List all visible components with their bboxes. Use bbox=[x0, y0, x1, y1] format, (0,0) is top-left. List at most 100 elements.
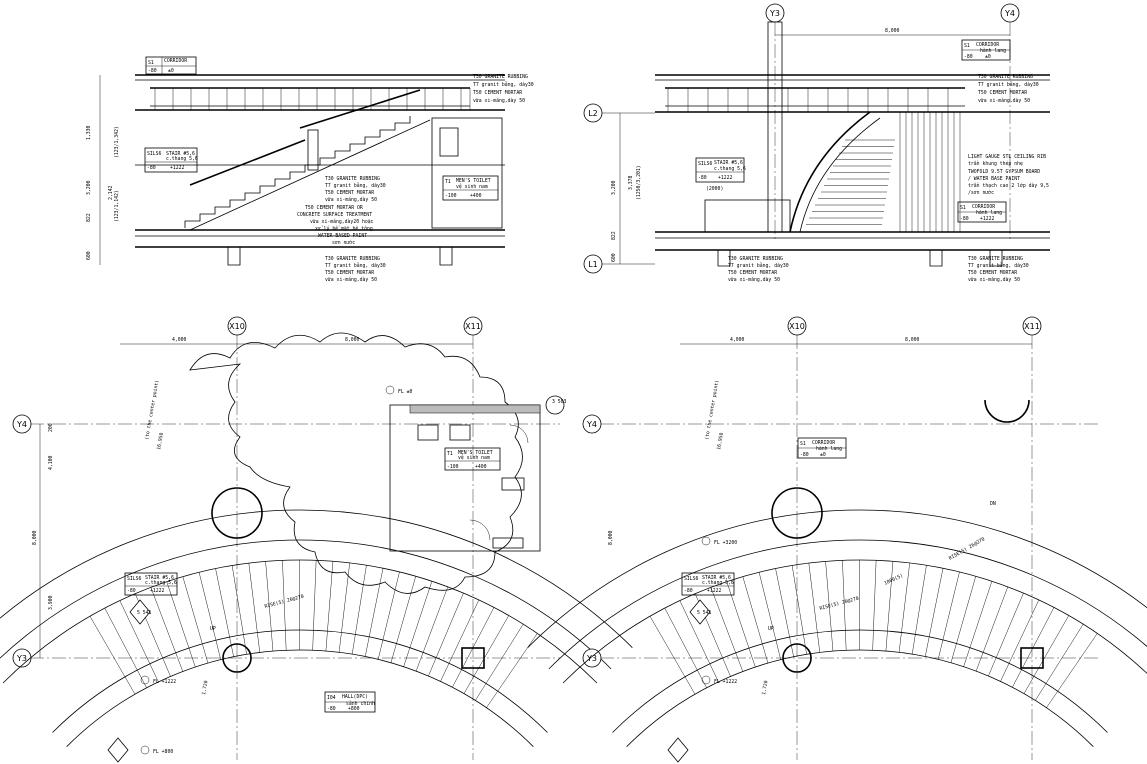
tread-radial bbox=[963, 581, 993, 667]
stair-flight-1 bbox=[184, 116, 411, 228]
note-granite-1: T30 GRANITE RUBBING bbox=[473, 74, 528, 80]
tag-stair-3-id: SILS6 bbox=[127, 576, 142, 582]
fl-marker-3200 bbox=[701, 536, 711, 546]
dim-600: 600 bbox=[86, 251, 92, 260]
tread-radial bbox=[679, 600, 719, 682]
arc-band bbox=[0, 509, 633, 648]
tag-corridor-2-v80: -80 bbox=[964, 54, 973, 60]
tag-toilet-2-name: MEN'S TOILET bbox=[458, 450, 493, 456]
tag-toilet-1-id: T1 bbox=[445, 179, 451, 185]
tread-radial bbox=[1023, 615, 1069, 694]
tread-radial bbox=[463, 615, 509, 694]
r-dim-3378: 3,378 bbox=[628, 175, 634, 190]
r-footing-1 bbox=[717, 250, 731, 267]
section-marker-r2 bbox=[667, 737, 689, 763]
round-column-r3 bbox=[984, 399, 1030, 423]
round-column-l1 bbox=[211, 487, 263, 539]
r-rail-posts bbox=[667, 88, 949, 112]
tag-corridor-1-v80: -80 bbox=[148, 68, 157, 74]
radius-note-r: (to the center point) bbox=[704, 380, 720, 441]
note-mortar-3c: vữa xi-măng,dày20 hoặc bbox=[310, 218, 374, 225]
dim-note-2: (123/1,142) bbox=[114, 190, 120, 222]
stair-note-r: RISE(5) 26@270 bbox=[819, 596, 860, 612]
tread-radial bbox=[950, 576, 976, 663]
tread-radial bbox=[911, 565, 927, 655]
tag-toilet-2 bbox=[444, 447, 501, 471]
grid-label-y3: Y3 bbox=[769, 9, 780, 18]
tag-stair-1-v: +1222 bbox=[170, 165, 185, 171]
tread-radial bbox=[415, 586, 448, 672]
dim-822: 822 bbox=[86, 213, 92, 222]
footing-1 bbox=[227, 247, 241, 266]
grid-label-x10-r: X10 bbox=[789, 322, 805, 331]
tread-radial bbox=[885, 561, 894, 652]
tread-radial bbox=[104, 608, 147, 688]
tread-radial bbox=[282, 560, 287, 651]
tread-radial bbox=[937, 571, 960, 660]
toilet-door bbox=[439, 127, 459, 157]
toilet-fixture-2 bbox=[449, 424, 471, 441]
arc-band bbox=[548, 539, 1147, 670]
tread-radial bbox=[726, 581, 756, 668]
tread-radial bbox=[775, 568, 794, 657]
tread-radial bbox=[440, 599, 480, 682]
round-column-l2 bbox=[222, 643, 252, 673]
grid-bubble-y4-r bbox=[582, 414, 602, 434]
dim-3900-l: 3,900 bbox=[48, 595, 54, 610]
section-marker-r bbox=[689, 599, 711, 625]
tread-radial bbox=[248, 563, 261, 653]
tread-radial bbox=[390, 576, 416, 663]
tag-stair-2-v: +1222 bbox=[718, 175, 733, 181]
tread-radial bbox=[742, 576, 769, 664]
r-dim-note-3: (1250/3,201) bbox=[636, 165, 642, 200]
tag-stair-3-v: +1222 bbox=[150, 588, 165, 594]
door-swing-1 bbox=[509, 424, 529, 444]
tread-radial bbox=[231, 565, 247, 655]
arc-band bbox=[612, 629, 1108, 733]
dim-200-l: 200 bbox=[48, 423, 54, 432]
r-note-granite-3b: T7 granit bằng, dày30 bbox=[728, 262, 789, 269]
radius-r: 16,950 bbox=[716, 432, 725, 450]
r-note-granite: T30 GRANITE RUBBING bbox=[978, 74, 1033, 80]
r-note-mortar: T50 CEMENT MORTAR bbox=[978, 90, 1027, 96]
tread-radial bbox=[758, 572, 781, 660]
tread-radial bbox=[975, 586, 1008, 672]
note-granite-2b: T7 granit bằng, dày30 bbox=[325, 182, 386, 189]
dim-1330: 1,330 bbox=[86, 125, 92, 140]
toilet-wall bbox=[431, 117, 503, 229]
dim-note-4: (2000) bbox=[706, 186, 723, 192]
curved-stringer-1 bbox=[789, 111, 871, 233]
grid-label-y4: Y4 bbox=[1004, 9, 1015, 18]
arc-band bbox=[2, 559, 598, 684]
tag-stair-4 bbox=[681, 572, 735, 596]
grid-label-y3-r: Y3 bbox=[586, 654, 597, 663]
tag-hall-v80: -80 bbox=[327, 706, 336, 712]
note-gypsum-c: trần thạch cao 2 lớp dày 9,5 bbox=[968, 182, 1049, 189]
tag-stair-1-name: STAIR #5,6 bbox=[166, 151, 195, 157]
tag-hall-name: HALL(DPC) bbox=[342, 694, 368, 700]
note-granite-3: T30 GRANITE RUBBING bbox=[325, 256, 380, 262]
grid-label-y4-l: Y4 bbox=[16, 420, 27, 429]
footing-2 bbox=[439, 247, 453, 266]
arc-band bbox=[562, 559, 1147, 684]
note-granite-2: T30 GRANITE RUBBING bbox=[325, 176, 380, 182]
radius-l: 16,950 bbox=[156, 432, 165, 450]
grid-bubble-x10-r bbox=[787, 316, 807, 336]
detail-ref: 3 503 bbox=[552, 399, 567, 405]
r-stair-treads bbox=[806, 139, 895, 225]
radius-note-l: (to the center point) bbox=[144, 380, 160, 441]
wall-panels bbox=[899, 112, 961, 232]
tag-toilet-2-vn: vệ sinh nam bbox=[458, 454, 490, 461]
tread-radial bbox=[119, 600, 159, 682]
r-footing-2 bbox=[929, 250, 943, 267]
dim-4000-l: 4,000 bbox=[172, 337, 187, 343]
tread-radial bbox=[925, 568, 944, 657]
r2-note-granite-3b: T7 granit bằng, dày30 bbox=[968, 262, 1029, 269]
tread-radial bbox=[312, 560, 317, 651]
toilet-fixture-3 bbox=[501, 477, 525, 491]
tread-radial bbox=[791, 565, 807, 655]
tread-radial bbox=[428, 593, 464, 677]
tread-radial bbox=[150, 587, 184, 672]
note-paint: WATER-BASED PAINT bbox=[318, 233, 367, 239]
grid-bubble-x11-r bbox=[1022, 316, 1042, 336]
